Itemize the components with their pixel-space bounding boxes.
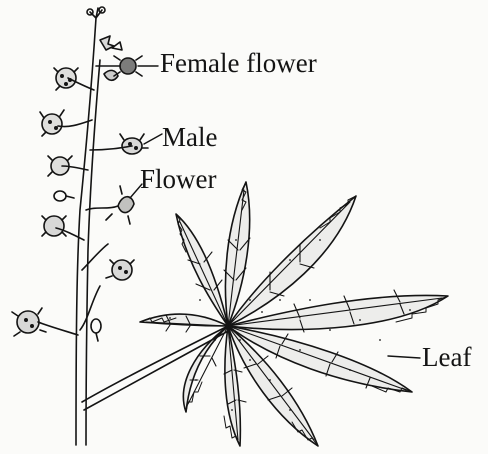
capsule-left-3: [42, 216, 66, 236]
flower-clusters: [12, 7, 148, 341]
label-leaf: Leaf: [422, 344, 471, 371]
female-flower: [104, 56, 142, 80]
flower-mid-right: [106, 260, 134, 280]
top-buds: [87, 7, 122, 50]
capsule-mid-left: [40, 110, 64, 136]
pointer-leaf: [388, 356, 420, 358]
flower-right: [106, 186, 134, 224]
bud-small: [54, 191, 74, 201]
palmate-leaf: [140, 182, 448, 446]
leaf-petiole: [82, 326, 230, 410]
flower-lower-left: [12, 308, 46, 336]
label-flower: Flower: [140, 166, 217, 193]
main-stem: [76, 18, 100, 445]
capsule-upper-left: [54, 68, 78, 90]
bud-lower-right: [91, 319, 101, 341]
capsule-left-2: [48, 156, 72, 176]
side-branches: [38, 66, 132, 335]
pointer-male: [144, 134, 162, 144]
label-female-flower: Female flower: [160, 50, 317, 77]
label-male: Male: [162, 124, 217, 151]
